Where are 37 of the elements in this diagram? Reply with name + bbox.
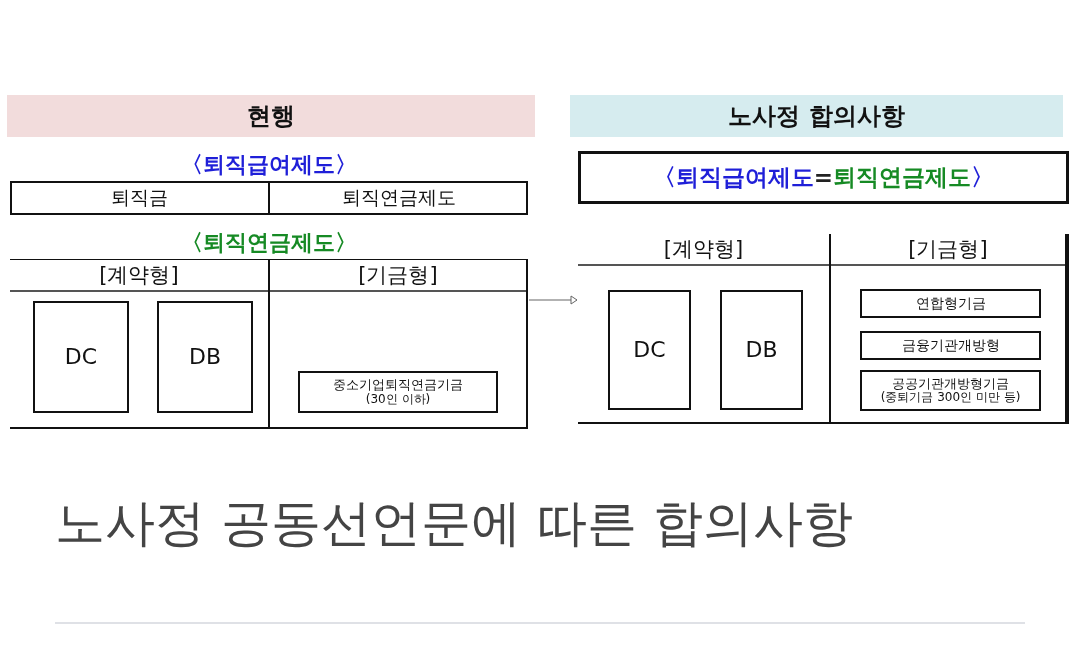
box-label: DC	[64, 343, 98, 371]
column-heading: [계약형]	[663, 236, 744, 263]
column-heading: [계약형]	[99, 262, 179, 289]
box-label: DB	[188, 343, 221, 371]
box-label: 금융기관개방형	[901, 337, 1000, 354]
plan-box	[298, 371, 498, 413]
box-label: 중소기업퇴직연금기금	[333, 378, 463, 393]
plan-box	[860, 370, 1041, 411]
plan-box	[860, 331, 1041, 360]
definition-text: 〈퇴직급여제도=퇴직연금제도〉	[652, 163, 995, 192]
plan-box	[860, 289, 1041, 318]
table-frame	[578, 234, 1069, 424]
column-heading: [기금형]	[908, 236, 988, 263]
box-label: 공공기관개방형기금	[892, 376, 1009, 391]
section-heading: 〈퇴직연금제도〉	[181, 228, 357, 257]
arrow	[528, 295, 578, 305]
band-title: 노사정 합의사항	[728, 101, 905, 132]
box-label: DB	[745, 336, 778, 364]
band-title: 현행	[247, 101, 295, 132]
column-heading: [기금형]	[358, 262, 438, 289]
caption: 노사정 공동선언문에 따른 합의사항	[55, 493, 853, 554]
plan-box	[157, 301, 253, 413]
box-label: (중퇴기금 300인 미만 등)	[880, 391, 1021, 405]
definition-box	[578, 151, 1069, 204]
cell-label: 퇴직연금제도	[342, 185, 456, 210]
box-label: (30인 이하)	[365, 392, 431, 406]
plan-box	[33, 301, 129, 413]
box-label: 연합형기금	[915, 295, 986, 312]
section-heading: 〈퇴직급여제도〉	[181, 150, 357, 179]
box-label: DC	[633, 336, 666, 364]
cell-label: 퇴직금	[110, 185, 168, 210]
table-column	[10, 260, 270, 427]
header-band	[7, 95, 535, 137]
plan-box	[608, 290, 691, 410]
plan-box	[720, 290, 803, 410]
table-column	[831, 234, 1067, 422]
header-band	[570, 95, 1063, 137]
